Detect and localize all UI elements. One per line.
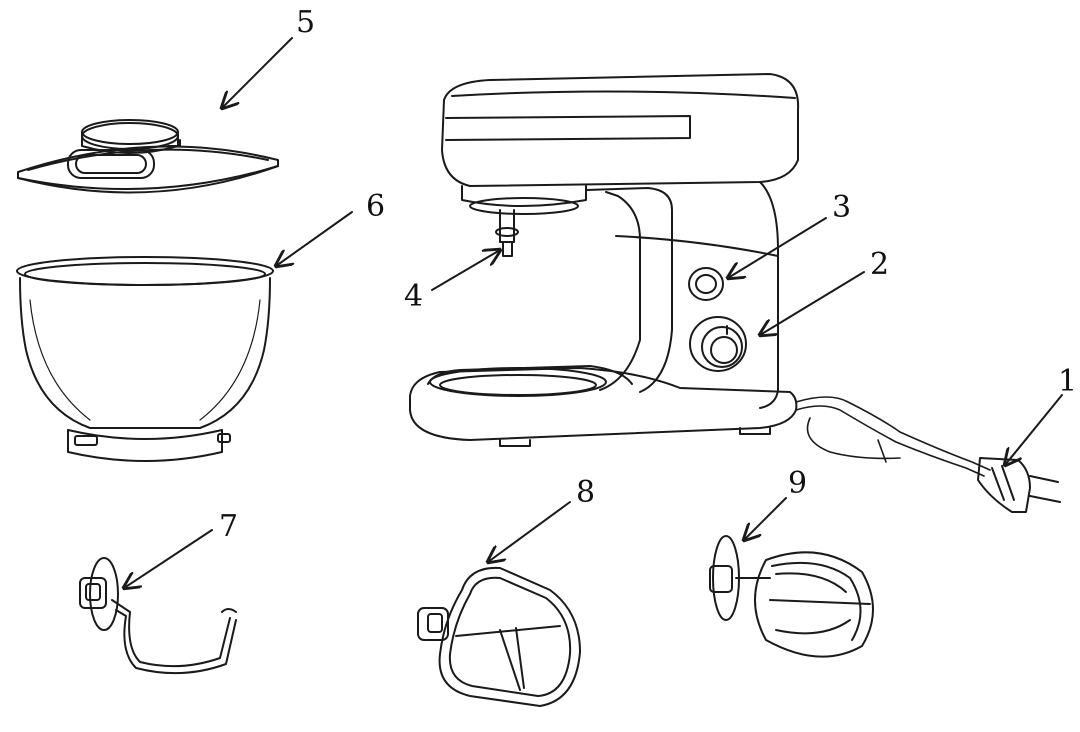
stand-mixer xyxy=(409,73,1061,513)
leader-arrow-2 xyxy=(760,271,865,335)
leader-arrow-7 xyxy=(124,529,213,588)
leader-arrow-5 xyxy=(222,37,293,108)
callout-number-3: 3 xyxy=(832,190,852,225)
callout-number-6: 6 xyxy=(366,189,386,224)
callout-number-9: 9 xyxy=(788,466,808,501)
power-plug xyxy=(977,457,1031,513)
leader-arrow-1 xyxy=(1005,394,1063,465)
mixing-bowl xyxy=(16,256,274,462)
callout-number-7: 7 xyxy=(219,509,239,544)
callout-number-1: 1 xyxy=(1058,364,1078,399)
callout-number-8: 8 xyxy=(576,475,596,510)
callout-number-2: 2 xyxy=(870,247,890,282)
leader-arrow-9 xyxy=(744,497,787,540)
bowl-lid xyxy=(17,119,279,194)
flat-beater xyxy=(417,566,581,707)
speed-knob xyxy=(689,316,747,372)
leader-arrow-6 xyxy=(276,211,353,266)
dough-hook xyxy=(79,557,237,675)
leader-arrow-4 xyxy=(431,250,500,291)
leader-arrow-3 xyxy=(728,217,827,278)
callout-number-5: 5 xyxy=(296,5,316,40)
release-button xyxy=(688,267,724,301)
leader-arrow-8 xyxy=(488,501,571,562)
drive-outlet xyxy=(499,209,515,243)
callout-number-4: 4 xyxy=(404,279,424,314)
power-cord xyxy=(795,396,991,471)
wire-whisk xyxy=(709,535,874,658)
